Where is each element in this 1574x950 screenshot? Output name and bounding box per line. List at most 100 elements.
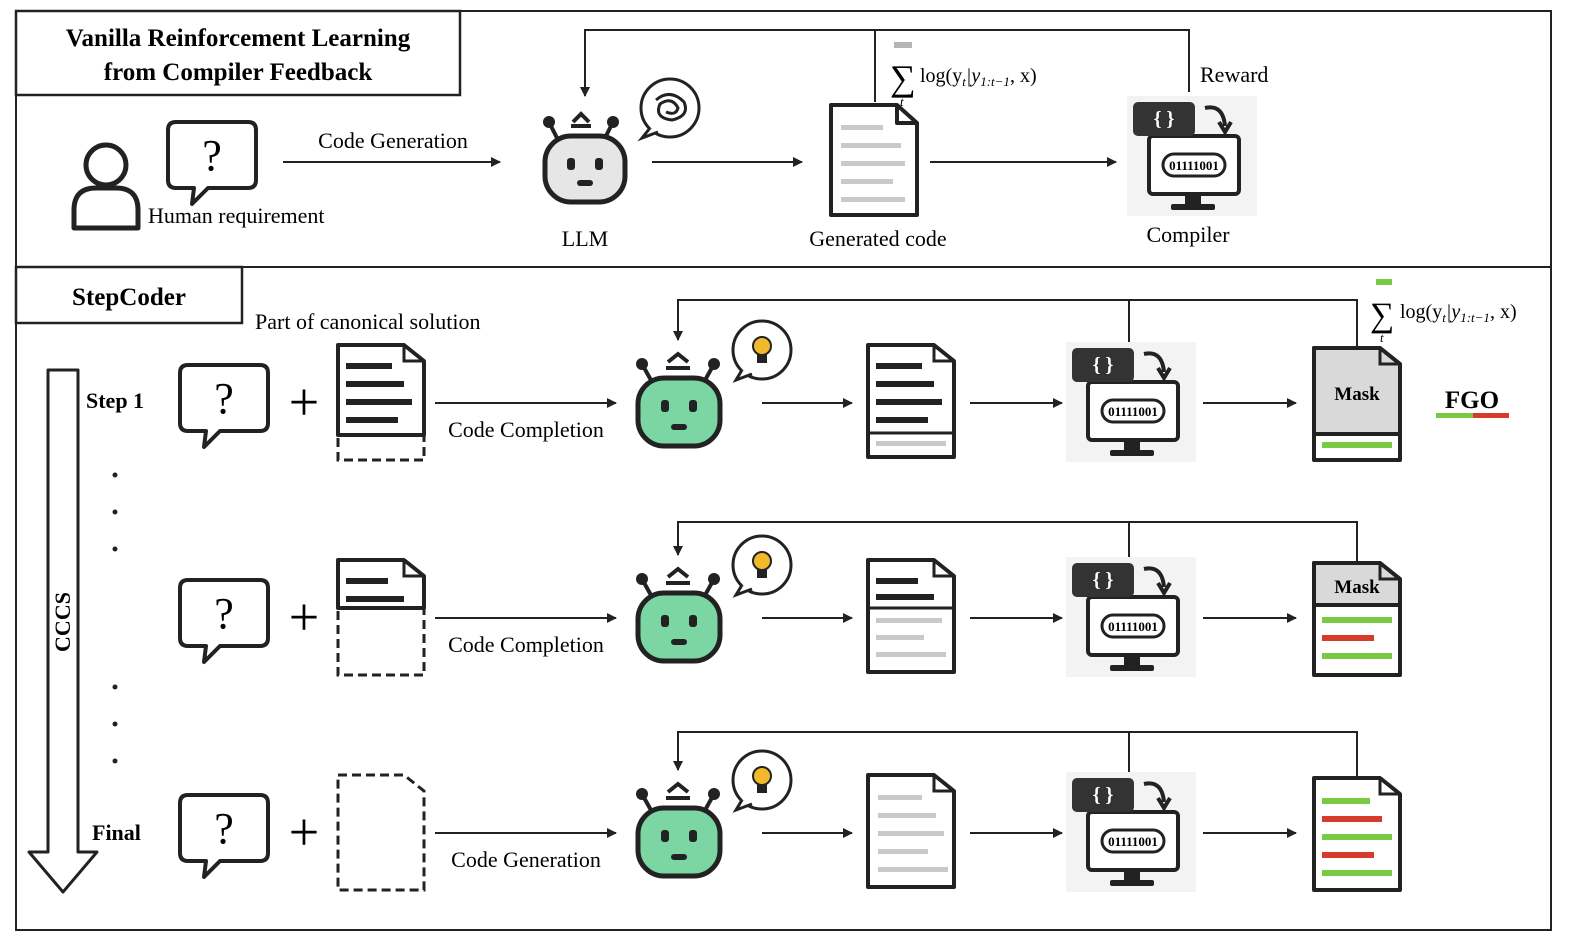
top-panel-title-line1: Vanilla Reinforcement Learning [66,25,411,52]
good-code-line [1322,442,1392,448]
reward-loop-arrow [580,29,1190,97]
svg-text:t: t [1380,330,1384,345]
canonical-partial-doc-icon [336,558,426,677]
bottom-panel-title: StepCoder [72,284,186,311]
bad-code-line [1322,635,1374,641]
llm-robot-icon [635,781,723,879]
mask-region [1312,346,1402,436]
generated-code-label: Generated code [809,226,946,251]
doc-corner-fold [1378,778,1400,796]
compiler-label: Compiler [1146,222,1230,247]
binary-text: 01111001 [1108,404,1158,419]
generated-code-line [876,635,924,640]
doc-corner-fold [1378,348,1400,366]
plus-sign: + [289,587,319,647]
generated-code-line [876,618,942,623]
good-code-line [1322,870,1392,876]
generated-code-doc-icon [866,558,956,674]
compiler-icon: { }01111001 [1064,770,1198,894]
ellipsis-dots-1 [112,472,118,552]
canonical-code-line [876,363,922,369]
llm-robot-icon [635,566,723,664]
mask-label: Mask [1334,384,1380,405]
llm-robot-icon [635,351,723,449]
feedback-loop-arrow [673,731,1358,778]
bottom-panel-title-box [14,265,244,325]
lightbulb-thought-icon [731,749,793,813]
canonical-code-line [346,399,412,405]
question-mark: ? [214,374,234,423]
doc-dashed-part [336,606,426,677]
fgo-underline-bad [1473,413,1509,418]
reward-label: Reward [1200,62,1268,87]
generated-code-doc-icon [866,773,956,889]
generated-code-line [878,849,928,854]
svg-text:01111001: 01111001 [1169,158,1219,173]
generated-code-line [878,813,936,818]
canonical-code-line [876,594,934,600]
canonical-code-line [876,381,934,387]
code-braces: { } [1093,354,1114,376]
confused-thought-icon [637,77,701,142]
fgo-underline-good [1436,413,1473,418]
generated-code-line [878,831,944,836]
masked-output-doc-icon: Mask [1312,561,1402,677]
doc-corner-fold [402,345,424,363]
question-mark: ? [214,804,234,853]
fgo-label: FGO [1445,387,1499,414]
arrow-label: Code Completion [448,417,604,442]
compiler-icon: { } 01111001 [1064,555,1198,679]
final-step-label: Final [92,820,141,845]
step-1-label: Step 1 [86,388,144,413]
plus-sign: + [289,802,319,862]
plus-sign: + [289,372,319,432]
generated-code-doc-icon [866,343,956,459]
doc-dashed-outline [336,773,426,892]
good-code-line [1322,653,1392,659]
binary-text: 01111001 [1108,619,1158,634]
llm-robot-icon [542,111,628,205]
lightbulb-thought-icon [731,534,793,598]
generated-code-line [876,441,946,446]
top-panel-title-box [14,9,462,97]
stepcoder-row-1: ? + Code Completion { } 01111001 Mask [178,299,1402,464]
mask-label: Mask [1334,577,1380,598]
canonical-code-line [346,596,404,602]
generated-code-line [876,652,946,657]
bad-code-line [1322,816,1382,822]
canonical-partial-doc-icon [336,343,426,462]
robot-face [635,590,723,664]
compiler-icon: { } 01111001 [1064,340,1198,464]
code-braces: { } [1093,784,1114,806]
doc-corner-fold [402,560,424,578]
human-requirement-label: Human requirement [148,203,325,228]
arrow-label: Code Generation [451,847,601,872]
good-code-line [1322,834,1392,840]
doc-dashed-part [336,433,426,462]
svg-text:∑: ∑ [890,58,916,98]
svg-text:{ }: { } [1154,108,1175,130]
generated-code-line [878,795,922,800]
code-braces: { } [1093,569,1114,591]
log-prob-formula-top: ∑ t log(yt|y1:t−1, x) [890,42,1037,109]
feedback-loop-arrow [673,299,1358,348]
llm-label: LLM [562,226,608,251]
question-mark: ? [214,589,234,638]
canonical-code-line [346,417,398,423]
log-prob-formula-bottom: ∑ t log(yt|y1:t−1, x) [1370,279,1517,345]
generated-code-line [878,867,948,872]
cccs-arrow [27,368,99,894]
svg-text:log(yt|y1:t−1, x): log(yt|y1:t−1, x) [920,65,1037,89]
arrow-label: Code Completion [448,632,604,657]
canonical-code-line [876,578,918,584]
bad-code-line [1322,852,1374,858]
question-bubble-icon: ? [178,578,270,664]
stepcoder-row-3: ? + Code Generation { }01111001 [178,731,1402,894]
canonical-code-line [876,399,942,405]
canonical-code-line [346,381,404,387]
svg-text:?: ? [202,131,222,180]
canonical-code-line [346,578,388,584]
stepcoder-row-2: ? + Code Completion { } 01111001 Mask [178,521,1402,679]
canonical-code-line [346,363,392,369]
